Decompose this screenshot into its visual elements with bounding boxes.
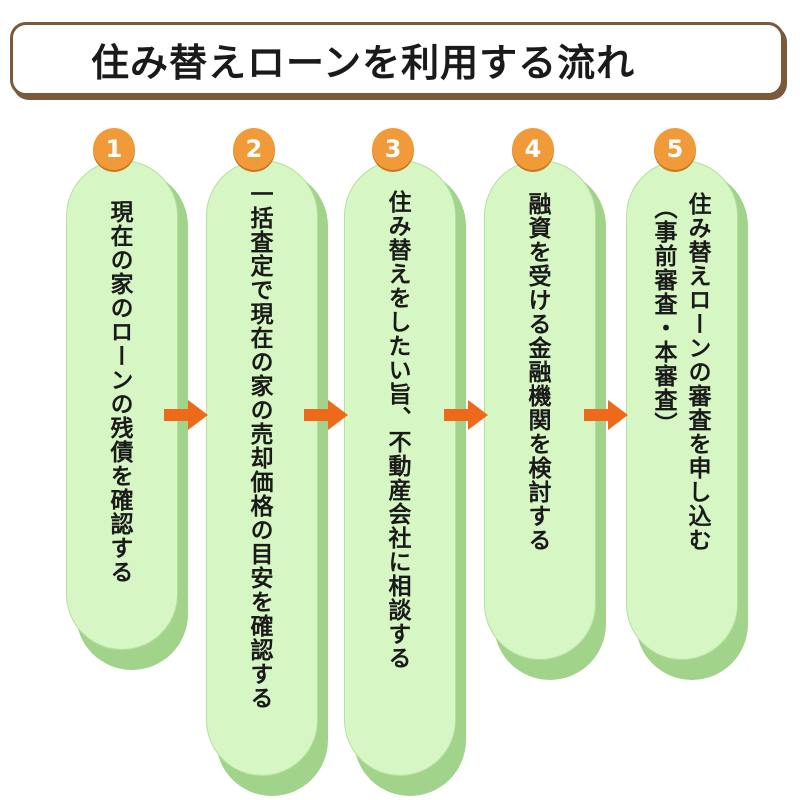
step-3-text: 住み替えをしたい旨、不動産会社に相談する xyxy=(384,190,410,670)
arrow-2-to-3 xyxy=(304,400,348,430)
step-1-number-badge: 1 xyxy=(93,128,135,170)
step-5-note: （事前審査・本審査） xyxy=(650,196,676,436)
step-4-text: 融資を受ける金融機関を検討する xyxy=(524,192,550,552)
page-title: 住み替えローンを利用する流れ xyxy=(91,40,636,85)
step-2-number-badge: 2 xyxy=(233,128,275,170)
arrow-4-to-5 xyxy=(584,400,628,430)
step-2-text: 一括査定で現在の家の売却価格の目安を確認する xyxy=(246,182,272,710)
step-2-pill xyxy=(206,160,318,776)
step-5-number-badge: 5 xyxy=(654,128,696,170)
step-4-number-badge: 4 xyxy=(512,128,554,170)
step-1-text: 現在の家のローンの残債を確認する xyxy=(106,200,132,584)
arrow-3-to-4 xyxy=(444,400,488,430)
step-5-pill xyxy=(626,160,738,660)
step-3-number-badge: 3 xyxy=(372,128,414,170)
title-box: 住み替えローンを利用する流れ xyxy=(10,22,784,96)
step-5-text: 住み替えローンの審査を申し込む xyxy=(684,192,710,552)
step-4-pill xyxy=(484,160,596,660)
step-3-pill xyxy=(344,160,456,776)
arrow-1-to-2 xyxy=(164,400,208,430)
step-1-pill xyxy=(66,160,178,650)
